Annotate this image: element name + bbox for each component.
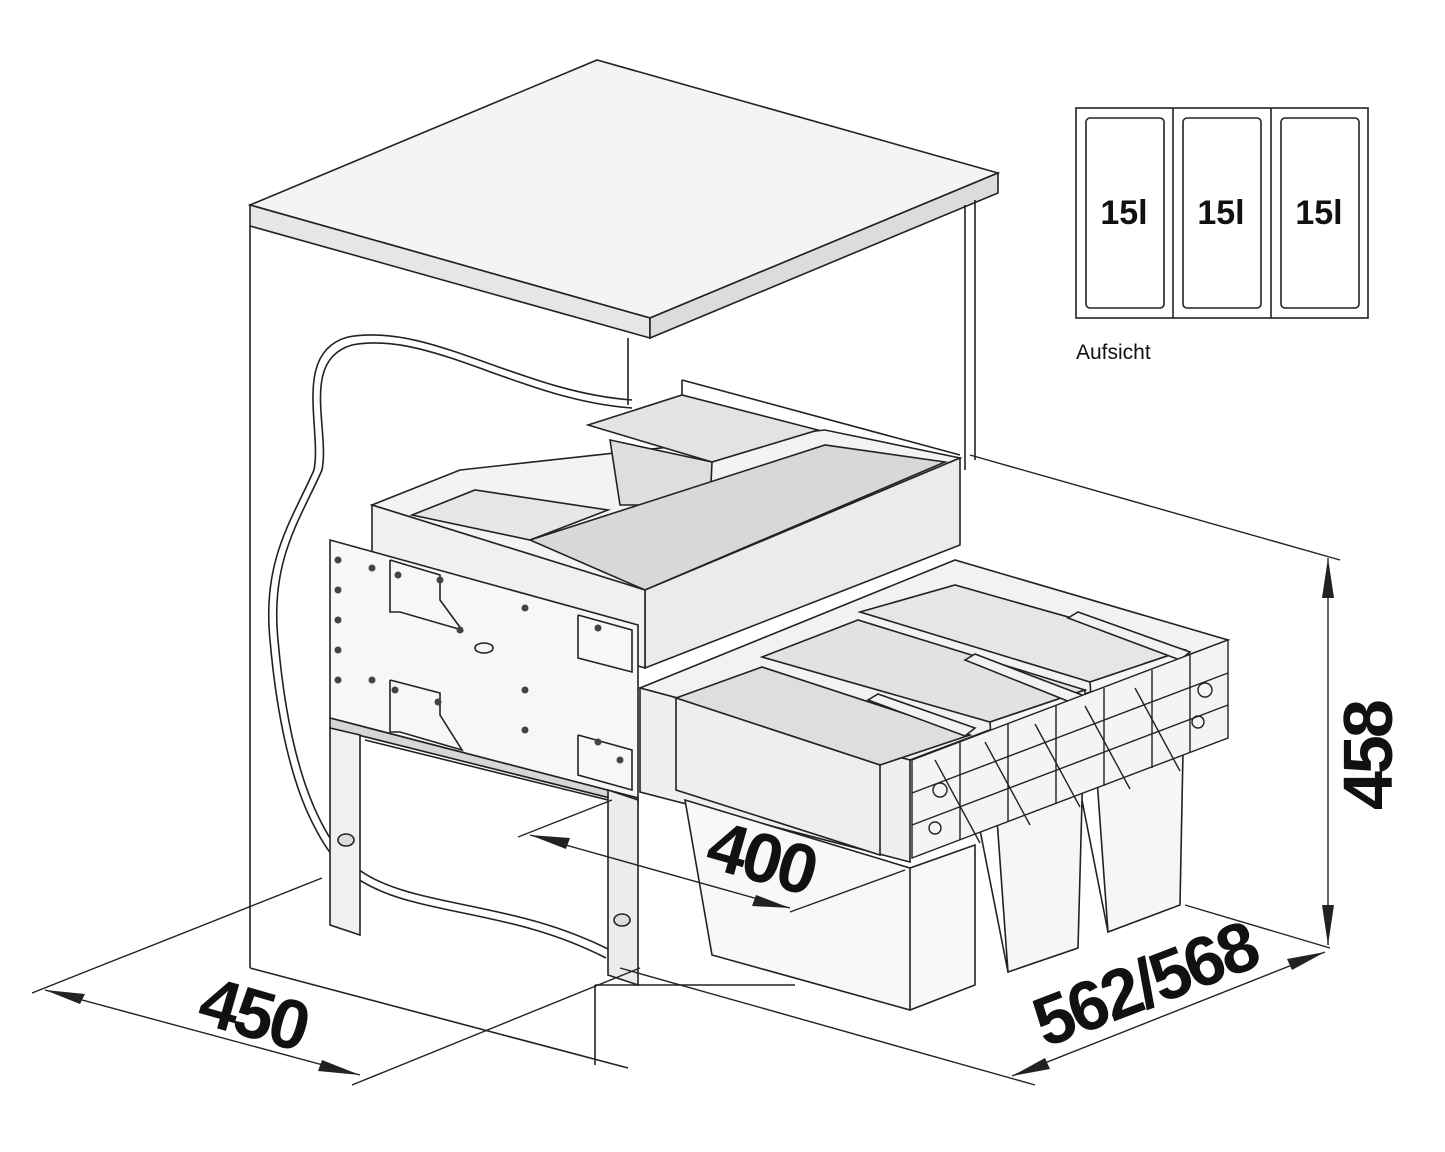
upper-tray bbox=[369, 379, 963, 670]
door-mounting-plate bbox=[329, 538, 639, 987]
cabinet-worktop bbox=[247, 59, 1001, 319]
dimension-lines bbox=[31, 454, 1341, 1086]
waste-bin-front bbox=[673, 666, 976, 1011]
flexible-hose bbox=[275, 342, 633, 951]
cabinet-worktop-side bbox=[649, 171, 999, 340]
top-view-bin-3 bbox=[1280, 117, 1360, 309]
top-view-caption: Aufsicht bbox=[1076, 341, 1151, 364]
top-view-bin-2 bbox=[1182, 117, 1262, 309]
top-view-bin-3-capacity: 15l bbox=[1295, 194, 1342, 232]
bin-handles bbox=[866, 611, 1192, 737]
lid-grid-frame bbox=[911, 638, 1229, 860]
top-view-bin-2-capacity: 15l bbox=[1197, 194, 1244, 232]
cabinet bbox=[247, 59, 1001, 1069]
top-view-frame bbox=[1075, 107, 1369, 319]
top-view-bin-1-capacity: 15l bbox=[1100, 194, 1147, 232]
top-view-diagram bbox=[1075, 107, 1369, 319]
mounting-screw-holes bbox=[334, 556, 624, 764]
top-view-bin-1 bbox=[1085, 117, 1165, 309]
width-dimension-label: 450 bbox=[191, 961, 317, 1066]
height-dimension-label: 458 bbox=[1329, 701, 1407, 810]
